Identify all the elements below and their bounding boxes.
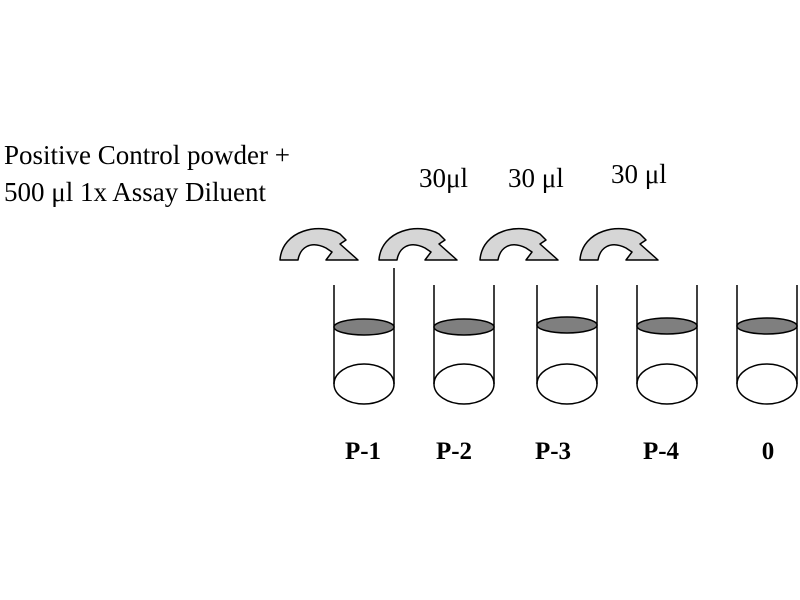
curved-arrow-icon <box>579 227 659 261</box>
transfer-arrow-4 <box>579 227 659 261</box>
curved-arrow-icon <box>479 227 559 261</box>
tube-label-p1: P-1 <box>344 438 382 465</box>
tube-p1 <box>333 268 395 405</box>
curved-arrow-icon <box>279 227 359 261</box>
tube-label-0: 0 <box>761 438 775 465</box>
transfer-arrow-2 <box>378 227 458 261</box>
tube-p4 <box>636 285 698 405</box>
tube-label-p2: P-2 <box>435 438 473 465</box>
transfer-arrow-1 <box>279 227 359 261</box>
instruction-line-1: Positive Control powder + <box>4 140 290 170</box>
instruction-text: Positive Control powder + 500 μl 1x Assa… <box>4 137 290 211</box>
transfer-arrow-3 <box>479 227 559 261</box>
tube-label-p3: P-3 <box>534 438 572 465</box>
transfer-volume-3: 30 μl <box>611 159 667 189</box>
tube-label-p4: P-4 <box>642 438 680 465</box>
tube-p2 <box>433 285 495 405</box>
curved-arrow-icon <box>378 227 458 261</box>
transfer-volume-2: 30 μl <box>508 163 564 193</box>
tube-p3 <box>536 285 598 405</box>
transfer-volume-1: 30μl <box>419 163 468 193</box>
instruction-line-2: 500 μl 1x Assay Diluent <box>4 177 266 207</box>
tube-0 <box>736 285 798 405</box>
